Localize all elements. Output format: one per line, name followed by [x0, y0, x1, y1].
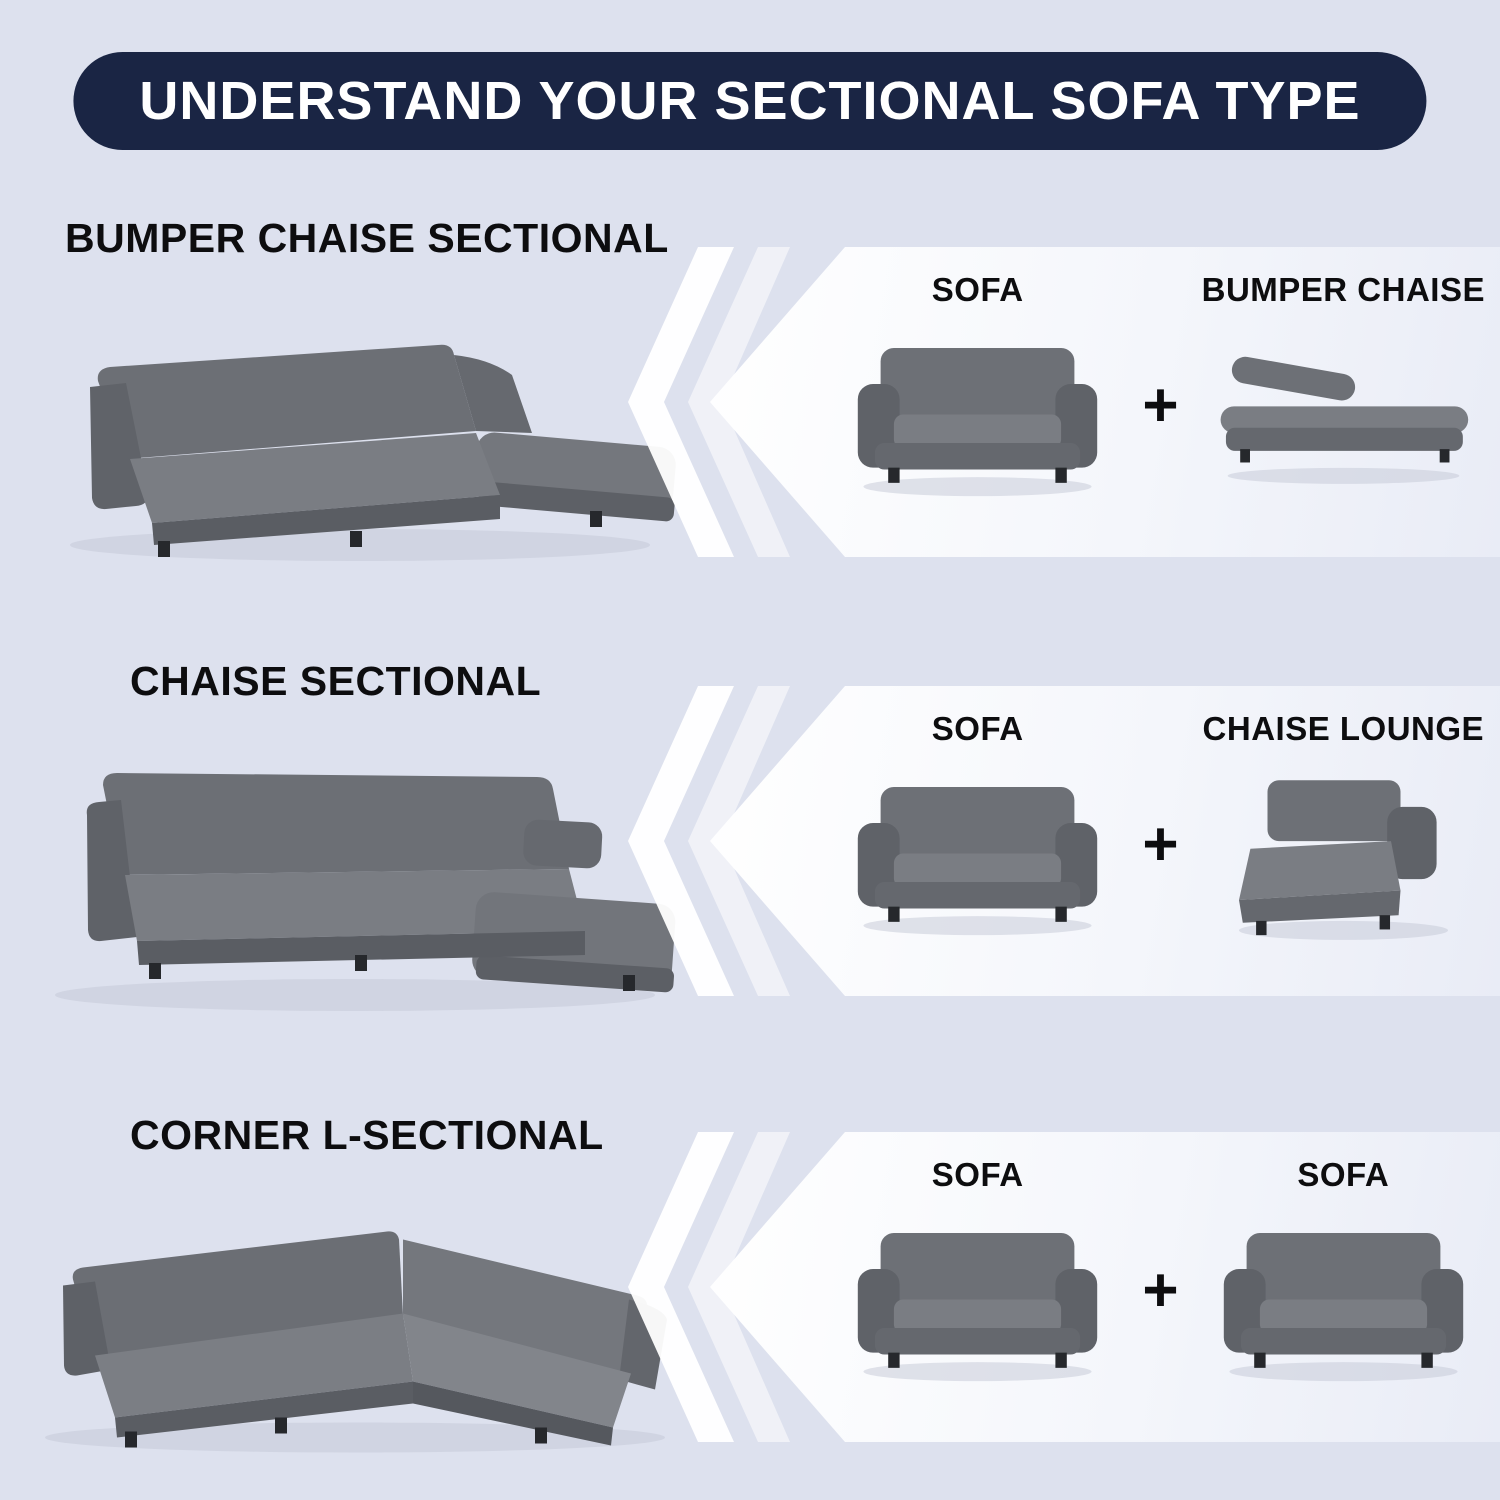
- breakdown-panel: SOFA: [620, 247, 1500, 557]
- sofa-icon: [1201, 1196, 1486, 1401]
- section-title: BUMPER CHAISE SECTIONAL: [65, 215, 669, 261]
- part-label: CHAISE LOUNGE: [1202, 710, 1485, 747]
- chevron-left-icon: [628, 686, 790, 996]
- sofa-icon: [835, 1196, 1120, 1401]
- bumper-chaise-icon: [1201, 311, 1486, 516]
- plus-sign: +: [1142, 1256, 1179, 1325]
- section-bumper-chaise-sectional: BUMPER CHAISE SECTIONAL: [0, 195, 1500, 630]
- breakdown-panel: SOFA: [620, 686, 1500, 996]
- part-sofa: SOFA: [835, 271, 1120, 516]
- corner-l-sectional-sofa-icon: [15, 1177, 705, 1462]
- plus-sign: +: [1142, 371, 1179, 440]
- part-label: SOFA: [1297, 1156, 1390, 1193]
- part-label: BUMPER CHAISE: [1201, 271, 1485, 308]
- part-chaise-lounge: CHAISE LOUNGE: [1201, 710, 1486, 955]
- section-title: CORNER L-SECTIONAL: [130, 1112, 604, 1158]
- part-label: SOFA: [931, 271, 1024, 308]
- page-title: UNDERSTAND YOUR SECTIONAL SOFA TYPE: [139, 71, 1361, 131]
- chevron-left-icon: [628, 247, 790, 557]
- part-bumper-chaise: BUMPER CHAISE: [1201, 271, 1486, 516]
- breakdown-panel: SOFA: [620, 1132, 1500, 1442]
- section-chaise-sectional: CHAISE SECTIONAL: [0, 628, 1500, 1063]
- chaise-sectional-sofa-icon: [25, 723, 700, 1023]
- bumper-chaise-sectional-sofa-icon: [30, 283, 700, 568]
- chaise-lounge-icon: [1201, 750, 1486, 955]
- title-banner: UNDERSTAND YOUR SECTIONAL SOFA TYPE: [73, 52, 1427, 150]
- panel-background: SOFA: [710, 1132, 1500, 1442]
- sofa-icon: [835, 750, 1120, 955]
- panel-background: SOFA: [710, 247, 1500, 557]
- section-corner-l-sectional: CORNER L-SECTIONAL: [0, 1082, 1500, 1500]
- chevron-left-icon: [628, 1132, 790, 1442]
- panel-background: SOFA: [710, 686, 1500, 996]
- part-sofa: SOFA: [835, 710, 1120, 955]
- plus-sign: +: [1142, 810, 1179, 879]
- part-label: SOFA: [931, 710, 1024, 747]
- sofa-icon: [835, 311, 1120, 516]
- part-sofa: SOFA: [835, 1156, 1120, 1401]
- section-title: CHAISE SECTIONAL: [130, 658, 542, 704]
- part-label: SOFA: [931, 1156, 1024, 1193]
- part-sofa: SOFA: [1201, 1156, 1486, 1401]
